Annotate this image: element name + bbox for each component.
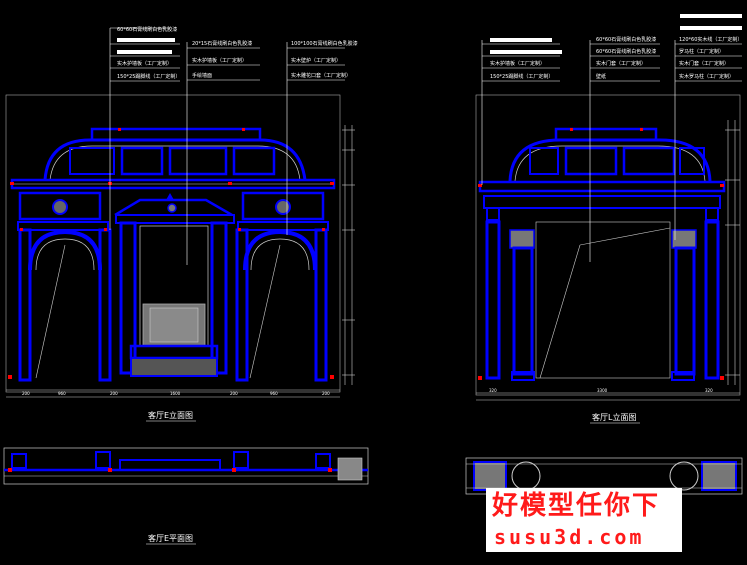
callout: 实木门套（工厂定制） bbox=[596, 60, 646, 67]
callout: 实木壁炉（工厂定制） bbox=[291, 57, 341, 64]
callout: 60*60石膏线刷白色乳胶漆 bbox=[596, 48, 656, 55]
dim-value: 320 bbox=[705, 388, 713, 393]
callout: 实木罗马柱（工厂定制） bbox=[679, 73, 734, 80]
callout: 120*60实木线（工厂定制） bbox=[679, 36, 742, 43]
dim-value: 960 bbox=[58, 391, 66, 396]
callout: 150*25踢脚线（工厂定制） bbox=[490, 73, 553, 80]
watermark-url: susu3d.com bbox=[494, 525, 644, 549]
dim-value: 320 bbox=[489, 388, 497, 393]
callout: 20*15石膏线刷白色乳胶漆 bbox=[192, 40, 252, 47]
callout-redacted bbox=[490, 38, 552, 42]
dim-value: 200 bbox=[110, 391, 118, 396]
callout: 手绘墙面 bbox=[192, 72, 212, 79]
watermark-backdrop bbox=[486, 488, 682, 552]
dims-e: 200 960 200 1600 200 960 200 bbox=[22, 391, 330, 396]
dim-value: 200 bbox=[22, 391, 30, 396]
dim-value: 3300 bbox=[597, 388, 608, 393]
dim-value: 960 bbox=[270, 391, 278, 396]
caption-e-plan: 客厅E平面图 bbox=[148, 533, 193, 543]
callout: 实木护墙板（工厂定制） bbox=[490, 60, 545, 67]
caption-e-elevation: 客厅E立面图 bbox=[148, 410, 193, 420]
elevation-e: 60*60石膏线刷白色乳胶漆 实木护墙板（工厂定制） 150*25踢脚线（工厂定… bbox=[5, 26, 358, 422]
callouts-e-left: 60*60石膏线刷白色乳胶漆 实木护墙板（工厂定制） 150*25踢脚线（工厂定… bbox=[117, 26, 180, 80]
watermark-slogan: 好模型任你下 bbox=[491, 491, 660, 521]
elevation-l: 实木护墙板（工厂定制） 150*25踢脚线（工厂定制） 60*60石膏线刷白色乳… bbox=[475, 14, 742, 424]
callout-redacted bbox=[117, 38, 175, 42]
dim-value: 200 bbox=[230, 391, 238, 396]
callout: 60*60石膏线刷白色乳胶漆 bbox=[596, 36, 656, 43]
dim-value: 200 bbox=[322, 391, 330, 396]
dim-value: 1600 bbox=[170, 391, 181, 396]
callout: 壁纸 bbox=[596, 73, 606, 80]
callout: 实木门套（工厂定制） bbox=[679, 60, 729, 67]
callout-redacted bbox=[117, 50, 172, 54]
callout: 100*100石膏线刷白色乳胶漆 bbox=[291, 40, 358, 47]
callout: 罗马柱（工厂定制） bbox=[679, 48, 724, 55]
callouts-l-mid: 60*60石膏线刷白色乳胶漆 60*60石膏线刷白色乳胶漆 实木门套（工厂定制）… bbox=[596, 36, 656, 80]
callouts-l-left: 实木护墙板（工厂定制） 150*25踢脚线（工厂定制） bbox=[490, 38, 562, 80]
callout-redacted bbox=[490, 50, 562, 54]
caption-l-elevation: 客厅L立面图 bbox=[592, 412, 636, 422]
callout: 150*25踢脚线（工厂定制） bbox=[117, 73, 180, 80]
callout: 实木护墙板（工厂定制） bbox=[192, 57, 247, 64]
watermark: 好模型任你下 susu3d.com bbox=[486, 488, 682, 552]
callouts-e-right: 100*100石膏线刷白色乳胶漆 实木壁炉（工厂定制） 实木雕花口套（工厂定制） bbox=[291, 40, 358, 79]
callout-redacted bbox=[680, 26, 742, 30]
plan-e: 客厅E平面图 bbox=[3, 447, 369, 545]
callout: 实木雕花口套（工厂定制） bbox=[291, 72, 351, 79]
callout-redacted bbox=[680, 14, 742, 18]
callouts-e-mid: 20*15石膏线刷白色乳胶漆 实木护墙板（工厂定制） 手绘墙面 bbox=[192, 40, 252, 79]
callouts-l-right: 120*60实木线（工厂定制） 罗马柱（工厂定制） 实木门套（工厂定制） 实木罗… bbox=[679, 14, 742, 80]
callout: 60*60石膏线刷白色乳胶漆 bbox=[117, 26, 177, 33]
callout: 实木护墙板（工厂定制） bbox=[117, 60, 172, 67]
dims-l: 320 3300 320 bbox=[489, 388, 713, 393]
